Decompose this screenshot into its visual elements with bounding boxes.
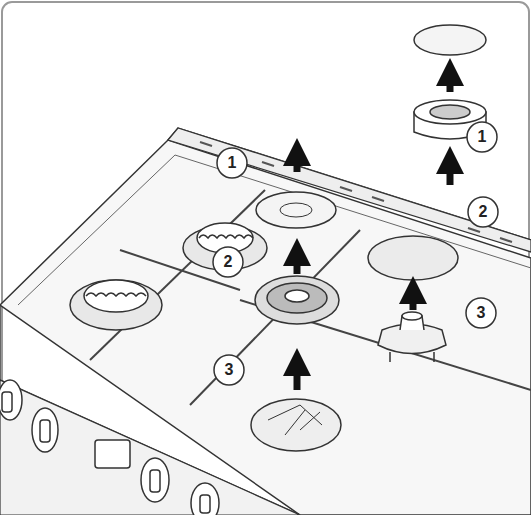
callout-number: 1 bbox=[468, 123, 496, 151]
callout-number: 3 bbox=[467, 299, 495, 327]
callout-number: 1 bbox=[218, 149, 246, 177]
callout-number: 2 bbox=[469, 198, 497, 226]
callout-number: 3 bbox=[215, 356, 243, 384]
callout-number: 2 bbox=[214, 248, 242, 276]
